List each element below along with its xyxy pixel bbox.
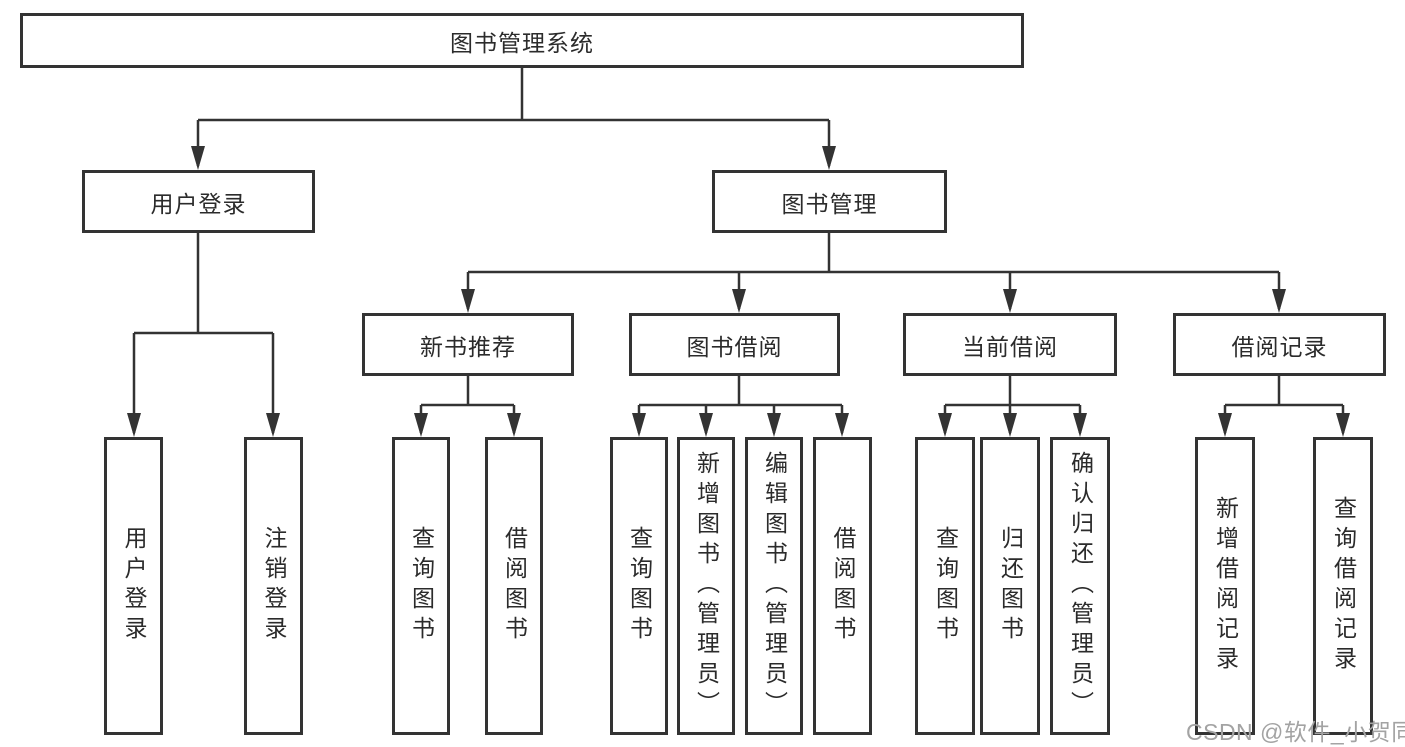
leaf-query-books-borrow-label: 查询图书 [626,526,653,646]
leaf-return-books-label: 归还图书 [997,526,1024,646]
connector-book-mgmt-level3 [466,233,1281,309]
leaf-logout-label: 注销登录 [261,526,287,646]
leaf-borrow-books-recommend-label: 借阅图书 [501,526,528,646]
leaf-query-borrow-record-label: 查询借阅记录 [1330,496,1357,676]
leaf-add-borrow-record-label: 新增借阅记录 [1212,496,1239,676]
leaf-edit-books-admin: 编辑图书（管理员） [745,437,803,735]
connector-borrow-records-leaves [1223,376,1345,433]
node-borrow-records: 借阅记录 [1173,313,1386,376]
node-new-book-recommend-label: 新书推荐 [420,333,516,360]
leaf-add-books-admin: 新增图书（管理员） [677,437,735,735]
node-system-root: 图书管理系统 [20,13,1024,68]
connector-user-login-leaves [132,233,275,433]
connector-book-borrow-leaves [637,376,844,433]
leaf-add-books-admin-label: 新增图书（管理员） [693,451,720,721]
node-book-management: 图书管理 [712,170,947,233]
node-current-borrow-label: 当前借阅 [962,333,1058,360]
leaf-confirm-return-admin-label: 确认归还（管理员） [1067,451,1094,721]
leaf-confirm-return-admin: 确认归还（管理员） [1050,437,1110,735]
arrowheads [127,146,1350,437]
node-user-login: 用户登录 [82,170,315,233]
node-borrow-records-label: 借阅记录 [1231,333,1328,360]
leaf-logout: 注销登录 [244,437,303,735]
leaf-return-books: 归还图书 [980,437,1040,735]
node-system-root-label: 图书管理系统 [450,29,594,56]
leaf-add-borrow-record: 新增借阅记录 [1195,437,1255,735]
leaf-query-books-borrow: 查询图书 [610,437,668,735]
connector-new-book-leaves [419,376,516,433]
leaf-query-books-recommend-label: 查询图书 [408,526,435,646]
node-book-management-label: 图书管理 [781,190,878,217]
node-book-borrow-label: 图书借阅 [686,333,783,360]
leaf-query-books-current: 查询图书 [915,437,975,735]
leaf-borrow-books: 借阅图书 [813,437,872,735]
leaf-user-login: 用户登录 [104,437,163,735]
csdn-watermark: CSDN @软件_小贺同学 [1186,719,1405,745]
leaf-edit-books-admin-label: 编辑图书（管理员） [761,451,788,721]
node-current-borrow: 当前借阅 [903,313,1117,376]
node-user-login-label: 用户登录 [150,190,247,217]
leaf-user-login-label: 用户登录 [121,526,147,646]
node-new-book-recommend: 新书推荐 [362,313,574,376]
node-book-borrow: 图书借阅 [629,313,840,376]
leaf-borrow-books-recommend: 借阅图书 [485,437,543,735]
leaf-query-borrow-record: 查询借阅记录 [1313,437,1373,735]
leaf-query-books-recommend: 查询图书 [392,437,450,735]
leaf-borrow-books-label: 借阅图书 [830,526,856,646]
leaf-query-books-current-label: 查询图书 [932,526,959,646]
connector-root-to-level2 [196,68,831,166]
